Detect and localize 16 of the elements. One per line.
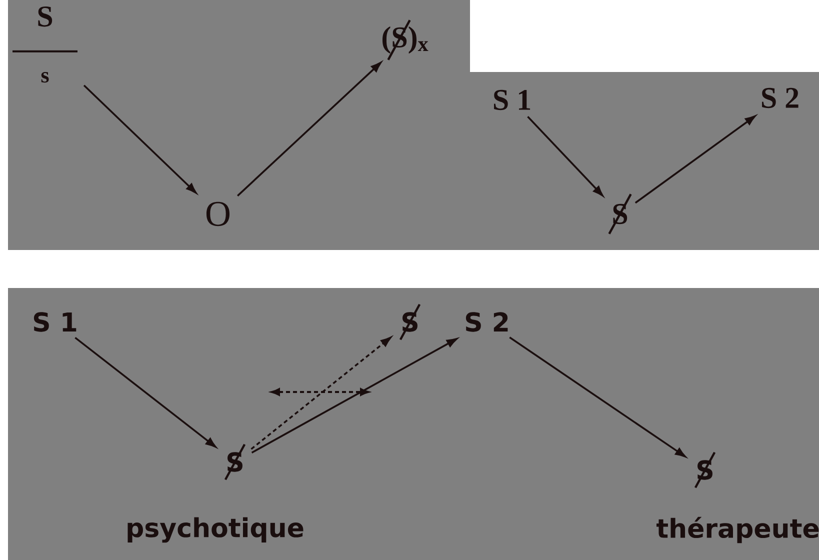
arrow xyxy=(251,338,458,454)
letter-label: S 2 xyxy=(466,312,508,332)
arrow xyxy=(74,337,216,448)
arrow xyxy=(83,84,197,194)
letter-label: S 1 xyxy=(34,312,76,332)
caption-label: psychotique xyxy=(128,517,304,543)
arrow xyxy=(634,115,756,204)
letter-label: O xyxy=(206,202,230,226)
letter-label: S 1 xyxy=(494,90,530,110)
arrow xyxy=(236,62,382,196)
caption-label: thérapeute xyxy=(656,516,819,544)
arrow xyxy=(527,116,604,196)
letter-label: S 2 xyxy=(762,88,798,108)
arrow xyxy=(250,336,392,450)
arrow xyxy=(509,336,686,458)
fraction: S s xyxy=(12,6,78,83)
